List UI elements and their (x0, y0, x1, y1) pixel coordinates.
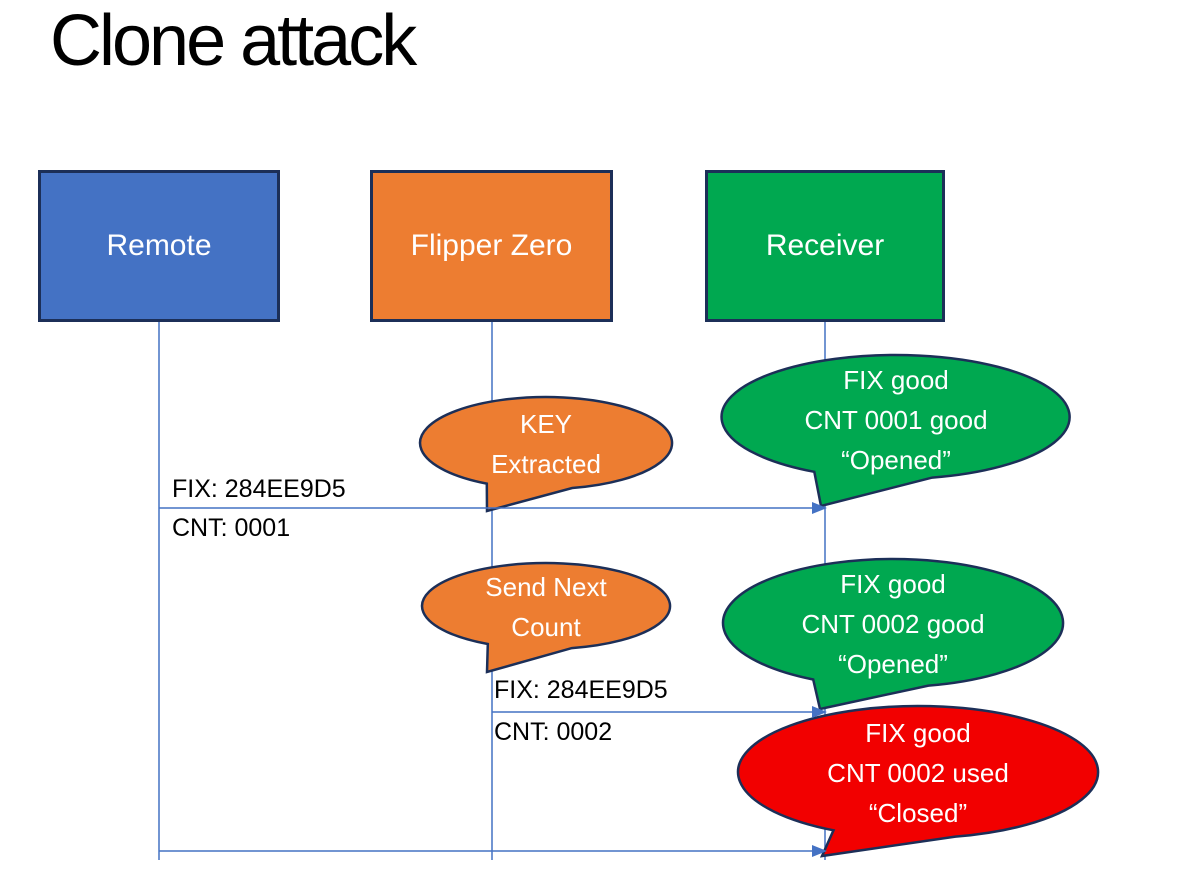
callout-send-next-count-line-2: Count (511, 612, 581, 642)
message-1-cnt-label: CNT: 0001 (172, 514, 291, 542)
callout-key-extracted (418, 395, 674, 513)
callout-key-extracted-text: KEY Extracted (491, 404, 601, 484)
callout-cnt-0002-used (736, 704, 1100, 858)
actor-box-receiver: Receiver (705, 170, 945, 322)
callout-cnt-0002-good-line-1: FIX good (840, 569, 946, 599)
message-arrow-1-arrowhead-icon (812, 502, 827, 514)
page-title: Clone attack (50, 1, 417, 81)
actor-label-receiver: Receiver (765, 229, 885, 262)
callout-key-extracted-line-2: Extracted (491, 449, 601, 479)
callout-cnt-0001-good-line-3: “Opened” (841, 445, 951, 475)
message-arrow-2-arrowhead-icon (812, 706, 827, 718)
callout-cnt-0002-good (721, 557, 1065, 711)
callout-cnt-0001-good (720, 353, 1071, 508)
callout-key-extracted-line-1: KEY (519, 409, 573, 439)
actor-label-flipper-zero: Flipper Zero (410, 229, 573, 262)
callout-cnt-0002-good-line-2: CNT 0002 good (801, 609, 985, 639)
callout-cnt-0002-used-text: FIX good CNT 0002 used “Closed” (827, 713, 1009, 833)
message-arrow-3-arrowhead-icon (812, 845, 827, 857)
callout-cnt-0001-good-line-1: FIX good (843, 365, 949, 395)
callout-cnt-0002-used-line-1: FIX good (865, 718, 971, 748)
callout-cnt-0002-used-line-3: “Closed” (868, 798, 968, 828)
callout-cnt-0002-used-line-2: CNT 0002 used (827, 758, 1009, 788)
callout-cnt-0001-good-text: FIX good CNT 0001 good “Opened” (804, 360, 987, 480)
actor-box-remote: Remote (38, 170, 280, 322)
callout-cnt-0001-good-line-2: CNT 0001 good (804, 405, 988, 435)
callout-send-next-count-line-1: Send Next (485, 572, 607, 602)
message-2-cnt-label: CNT: 0002 (494, 718, 613, 746)
callout-send-next-count-text: Send Next Count (485, 567, 606, 647)
message-1-fix-label: FIX: 284EE9D5 (172, 475, 346, 503)
callout-send-next-count (420, 561, 672, 674)
callout-cnt-0002-good-text: FIX good CNT 0002 good “Opened” (801, 564, 984, 684)
actor-label-remote: Remote (106, 229, 212, 262)
actor-box-flipper-zero: Flipper Zero (370, 170, 613, 322)
message-2-fix-label: FIX: 284EE9D5 (494, 676, 668, 704)
callout-cnt-0002-good-line-3: “Opened” (838, 649, 948, 679)
